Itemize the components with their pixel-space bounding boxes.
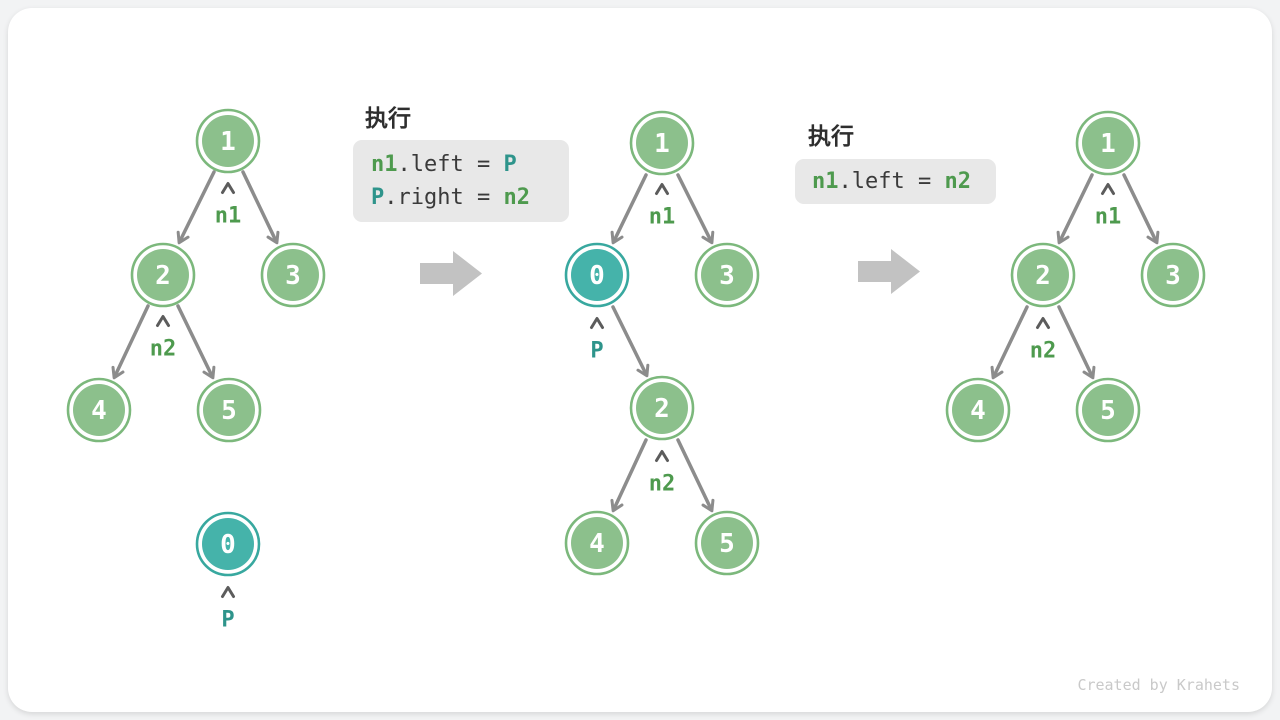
- pointer-caret-icon: [156, 315, 170, 327]
- tree-node: 5: [196, 377, 262, 443]
- node-value: 5: [1100, 396, 1116, 426]
- edge-1-2: [1056, 173, 1094, 245]
- pointer-label-n1: n1: [215, 204, 242, 229]
- transition-arrow-icon: [858, 249, 920, 294]
- code-token: P: [503, 152, 517, 177]
- node-value: 1: [220, 127, 236, 157]
- edge-1-2: [176, 170, 216, 245]
- node-value: 0: [589, 261, 605, 291]
- tree-node: 2: [1010, 242, 1076, 308]
- pointer-caret-icon: [221, 182, 235, 194]
- code-token: P: [371, 185, 385, 210]
- edge-1-0: [610, 173, 648, 245]
- code-token: .left =: [397, 152, 504, 177]
- node-value: 3: [1165, 261, 1181, 291]
- edge-1-3: [676, 173, 715, 245]
- pointer-label-p: P: [590, 339, 603, 364]
- node-value: 3: [285, 261, 301, 291]
- exec-label-1: 执行: [365, 106, 411, 132]
- tree-node: 5: [1075, 377, 1141, 443]
- tree-node: 1: [195, 108, 261, 174]
- pointer-label-n1: n1: [649, 205, 676, 230]
- edge-2-4: [990, 305, 1029, 380]
- node-value: 4: [91, 396, 107, 426]
- tree-node: 1: [1075, 110, 1141, 176]
- transition-arrow-icon: [420, 251, 482, 296]
- code-token: n2: [503, 185, 530, 210]
- node-value: 5: [719, 529, 735, 559]
- tree-node: 4: [66, 377, 132, 443]
- tree-node: 1: [629, 110, 695, 176]
- node-value: 4: [589, 529, 605, 559]
- node-value: 2: [155, 261, 171, 291]
- node-value: 0: [220, 530, 236, 560]
- node-value: 1: [1100, 129, 1116, 159]
- pointer-caret-icon: [1101, 183, 1115, 195]
- pointer-caret-icon: [1036, 317, 1050, 329]
- tree-after-insert: 1 0 3 2 4 5 n1 P n2: [564, 110, 760, 576]
- code-token: .right =: [384, 185, 504, 210]
- tree-node: 3: [1140, 242, 1206, 308]
- node-value: 5: [221, 396, 237, 426]
- tree-node: 2: [130, 242, 196, 308]
- exec-label-2: 执行: [808, 124, 854, 150]
- tree-before: 1 2 3 4 5 0 n1 n2 P: [66, 108, 326, 633]
- code-token: n1: [812, 169, 839, 194]
- code-token: n1: [371, 152, 398, 177]
- edge-2-5: [1057, 305, 1096, 380]
- code-token: .left =: [838, 169, 945, 194]
- watermark: Created by Krahets: [1077, 676, 1240, 694]
- code-line: n1.left = P: [371, 148, 569, 181]
- edge-2-4: [111, 304, 150, 380]
- pointer-label-n1: n1: [1095, 205, 1122, 230]
- tree-after-remove: 1 2 3 4 5 n1 n2: [945, 110, 1206, 443]
- node-value: 4: [970, 396, 986, 426]
- pointer-label-n2: n2: [150, 337, 177, 362]
- edge-2-4: [610, 438, 648, 513]
- pointer-caret-icon: [655, 183, 669, 195]
- pointer-label-p: P: [221, 608, 234, 633]
- tree-node: 3: [260, 242, 326, 308]
- tree-node: 3: [694, 242, 760, 308]
- node-value: 3: [719, 261, 735, 291]
- pointer-label-n2: n2: [649, 472, 676, 497]
- tree-node-p: 0: [195, 511, 261, 577]
- tree-node: 4: [945, 377, 1011, 443]
- tree-node: 2: [629, 375, 695, 441]
- edge-1-3: [241, 170, 280, 245]
- pointer-caret-icon: [590, 317, 604, 329]
- tree-node-p: 0: [564, 242, 630, 308]
- tree-node: 5: [694, 510, 760, 576]
- pointer-caret-icon: [655, 450, 669, 462]
- tree-node: 4: [564, 510, 630, 576]
- edge-0-2: [611, 305, 650, 378]
- code-snippet-box-2: n1.left = n2: [795, 159, 996, 204]
- node-value: 2: [654, 394, 670, 424]
- code-line: P.right = n2: [371, 181, 569, 214]
- node-value: 2: [1035, 261, 1051, 291]
- node-value: 1: [654, 129, 670, 159]
- edge-1-3: [1122, 173, 1160, 245]
- edge-2-5: [676, 438, 715, 513]
- code-token: n2: [944, 169, 971, 194]
- pointer-caret-icon: [221, 586, 235, 598]
- pointer-label-n2: n2: [1030, 339, 1057, 364]
- edge-2-5: [176, 304, 216, 380]
